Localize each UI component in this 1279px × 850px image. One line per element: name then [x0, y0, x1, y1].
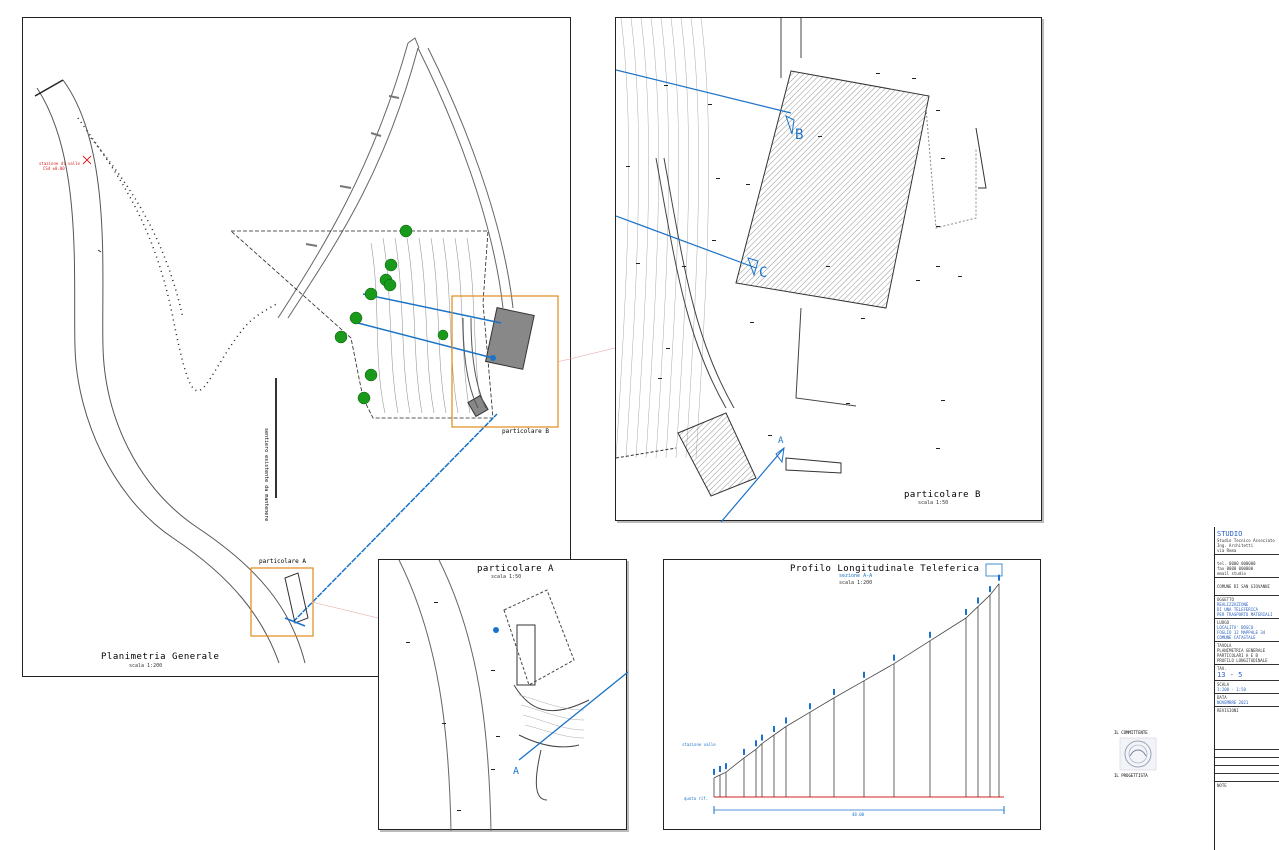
section-b-marker: B	[795, 127, 804, 143]
profile-station-tag	[773, 726, 775, 733]
tb-rev-line-1	[1215, 749, 1279, 757]
tb-revisions: REVISIONI	[1215, 706, 1279, 749]
general-plan-scale: scala 1:200	[129, 663, 163, 669]
stamp-bottom-label: IL PROGETTISTA	[1114, 773, 1148, 778]
profile-station-tag	[965, 608, 967, 615]
tb-client-2: DI UNA TELEFERICA	[1217, 607, 1258, 612]
tb-scale-value: 1:200 - 1:50	[1217, 687, 1246, 692]
tb-drawing-3: PROFILO LONGITUDINALE	[1217, 658, 1268, 663]
profile-chart	[713, 563, 1005, 814]
profile-subtitle: sezione A-A	[839, 573, 873, 579]
profile-station-tag	[719, 766, 721, 773]
tb-client-1: REALIZZAZIONE	[1217, 602, 1249, 607]
detail-a-title: particolare A	[477, 564, 554, 574]
tb-number-label: TAV.	[1217, 666, 1227, 671]
tb-scale-label: SCALA	[1217, 682, 1230, 687]
stamp-seal-icon	[1119, 737, 1157, 771]
detail-a-label: particolare A	[259, 558, 306, 565]
detail-b-scale: scala 1:50	[918, 500, 949, 506]
profile-station-tag	[785, 717, 787, 724]
building-hatched	[735, 70, 930, 309]
tb-drawing-label: TAVOLA	[1217, 643, 1232, 648]
tb-drawing-2: PARTICOLARI A E B	[1217, 653, 1258, 658]
detail-b-label: particolare B	[502, 428, 549, 435]
stamp-area: IL COMMITTENTE IL PROGETTISTA	[1114, 730, 1162, 780]
tb-studio-line2: Studio Tecnico Associato	[1217, 538, 1275, 543]
profile-station-tag	[713, 768, 715, 775]
detail-a-drawing	[398, 560, 628, 831]
detail-b-title: particolare B	[904, 490, 981, 500]
profile-left-label-bottom: quota rif.	[684, 796, 709, 801]
detail-a-scale: scala 1:50	[491, 574, 522, 580]
profile-station-tag	[929, 631, 931, 638]
profile-panel: Profilo Longitudinale Teleferica sezione…	[663, 559, 1041, 830]
tb-location-3: COMUNE CATASTALE	[1217, 635, 1256, 640]
tb-rev-line-4	[1215, 773, 1279, 781]
profile-station-tag	[977, 597, 979, 604]
tb-contacts: tel. 0000 000000 fax 0000 000000 email s…	[1215, 554, 1279, 577]
profile-station-tag	[725, 763, 727, 770]
tb-studio-line3: Ing. Architetti	[1217, 543, 1254, 548]
tb-drawing: TAVOLA PLANIMETRIA GENERALE PARTICOLARI …	[1215, 641, 1279, 664]
tb-footer-label: NOTE	[1217, 783, 1227, 788]
detail-b-panel: B C A particolare B scala 1:50	[615, 17, 1042, 522]
trees	[334, 224, 449, 405]
tb-date: DATA NOVEMBRE 2021	[1215, 693, 1279, 706]
detail-a-panel: A particolare A scala 1:50	[378, 559, 628, 831]
tb-number: TAV. 13 - 5	[1215, 664, 1279, 680]
profile-station-tag	[989, 586, 991, 593]
profile-station-tag	[998, 574, 1000, 581]
red-note-2: CS4 ±0.00	[43, 166, 65, 171]
tb-location: LUOGO LOCALITA' BOSCO FOGLIO 12 MAPPALE …	[1215, 618, 1279, 641]
detail-b-drawing	[616, 18, 987, 522]
profile-left-label-top: stazione valle	[682, 742, 716, 747]
profile-station-tag	[863, 671, 865, 678]
tb-location-2: FOGLIO 12 MAPPALE 34	[1217, 630, 1266, 635]
tb-location-label: LUOGO	[1217, 620, 1230, 625]
general-plan-title: Planimetria Generale	[101, 652, 220, 662]
tb-project-label: COMUNE DI SAN GIOVANNI	[1217, 584, 1270, 589]
tb-project: COMUNE DI SAN GIOVANNI	[1215, 577, 1279, 595]
profile-ground-line	[713, 583, 1000, 779]
tb-scale: SCALA 1:200 - 1:50	[1215, 680, 1279, 693]
tb-contact-2: fax 0000 000000	[1217, 566, 1254, 571]
tb-client-label: OGGETTO	[1217, 597, 1234, 602]
tb-revisions-label: REVISIONI	[1217, 708, 1239, 713]
tb-number-value: 13 - 5	[1217, 671, 1243, 679]
profile-station-tag	[893, 654, 895, 661]
title-block: STUDIO Studio Tecnico Associato Ing. Arc…	[1214, 527, 1279, 850]
profile-scale: scala 1:200	[839, 580, 873, 586]
general-plan-panel: stazione di valle CS4 ±0.00 sentiero esi…	[22, 17, 571, 677]
profile-station-tag	[743, 748, 745, 755]
tb-studio-line4: via Roma	[1217, 548, 1237, 553]
tb-contact-1: tel. 0000 000000	[1217, 561, 1256, 566]
red-note-1: stazione di valle	[39, 161, 80, 166]
section-c-marker: C	[759, 265, 768, 281]
section-a-marker-b: A	[778, 436, 784, 446]
spot-heights	[626, 73, 962, 449]
tb-footer: NOTE	[1215, 781, 1279, 789]
general-plan-drawing	[34, 37, 559, 664]
tb-client-3: PER TRASPORTO MATERIALI	[1217, 612, 1273, 617]
tb-rev-line-2	[1215, 757, 1279, 765]
profile-bottom-dimension: 48.00	[852, 812, 865, 817]
tb-client: OGGETTO REALIZZAZIONE DI UNA TELEFERICA …	[1215, 595, 1279, 618]
tb-drawing-1: PLANIMETRIA GENERALE	[1217, 648, 1266, 653]
section-a-marker: A	[513, 766, 520, 777]
profile-station-tag	[755, 740, 757, 747]
profile-title: Profilo Longitudinale Teleferica	[790, 564, 980, 574]
tb-rev-line-3	[1215, 765, 1279, 773]
stamp-top-label: IL COMMITTENTE	[1114, 730, 1148, 735]
tb-location-1: LOCALITA' BOSCO	[1217, 625, 1254, 630]
profile-station-tag	[761, 734, 763, 741]
profile-station-tag	[809, 703, 811, 710]
tb-contact-3: email studio	[1217, 571, 1246, 576]
tb-date-label: DATA	[1217, 695, 1227, 700]
tb-studio-name: STUDIO	[1217, 530, 1243, 538]
tb-date-value: NOVEMBRE 2021	[1217, 700, 1249, 705]
tb-studio: STUDIO Studio Tecnico Associato Ing. Arc…	[1215, 527, 1279, 554]
profile-station-tag	[833, 688, 835, 695]
